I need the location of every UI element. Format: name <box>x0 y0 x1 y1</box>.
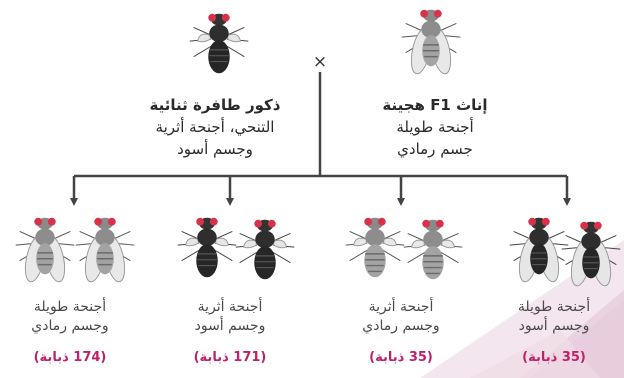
offspring-2-count: (171 ذبابة) <box>160 350 300 365</box>
offspring-4-line2: وجسم أسود <box>484 317 624 336</box>
offspring-1-label: أجنحة طويلة وجسم رمادي <box>0 298 140 336</box>
parent-male-line3: وجسم أسود <box>110 138 320 160</box>
offspring-3-label: أجنحة أثرية وجسم رمادي <box>331 298 471 336</box>
parent-female-line3: جسم رمادي <box>330 138 540 160</box>
parent-male-line1: ذكور طافرة ثنائية <box>110 94 320 116</box>
parent-female-label: إناث F1 هجينة أجنحة طويلة جسم رمادي <box>330 94 540 160</box>
offspring-1-line1: أجنحة طويلة <box>0 298 140 317</box>
offspring-3-fly-b-icon <box>394 212 472 290</box>
offspring-1-line2: وجسم رمادي <box>0 317 140 336</box>
offspring-2-line2: وجسم أسود <box>160 317 300 336</box>
offspring-3-line2: وجسم رمادي <box>331 317 471 336</box>
offspring-2-line1: أجنحة أثرية <box>160 298 300 317</box>
offspring-2-label: أجنحة أثرية وجسم أسود <box>160 298 300 336</box>
offspring-2-fly-b-icon <box>226 212 304 290</box>
offspring-1-fly-b-icon <box>66 210 144 288</box>
offspring-4-label: أجنحة طويلة وجسم أسود <box>484 298 624 336</box>
offspring-4-count: (35 ذبابة) <box>484 350 624 365</box>
parent-male-line2: التنحي، أجنحة أثرية <box>110 116 320 138</box>
parent-female-fly-icon <box>392 2 470 80</box>
parent-female-line1: إناث F1 هجينة <box>330 94 540 116</box>
cross-symbol: × <box>311 52 329 72</box>
offspring-3-line1: أجنحة أثرية <box>331 298 471 317</box>
offspring-4-fly-b-icon <box>552 214 624 292</box>
parent-male-label: ذكور طافرة ثنائية التنحي، أجنحة أثرية وج… <box>110 94 320 160</box>
parent-male-fly-icon <box>180 6 258 84</box>
offspring-1-count: (174 ذبابة) <box>0 350 140 365</box>
offspring-3-count: (35 ذبابة) <box>331 350 471 365</box>
offspring-4-line1: أجنحة طويلة <box>484 298 624 317</box>
parent-female-line2: أجنحة طويلة <box>330 116 540 138</box>
